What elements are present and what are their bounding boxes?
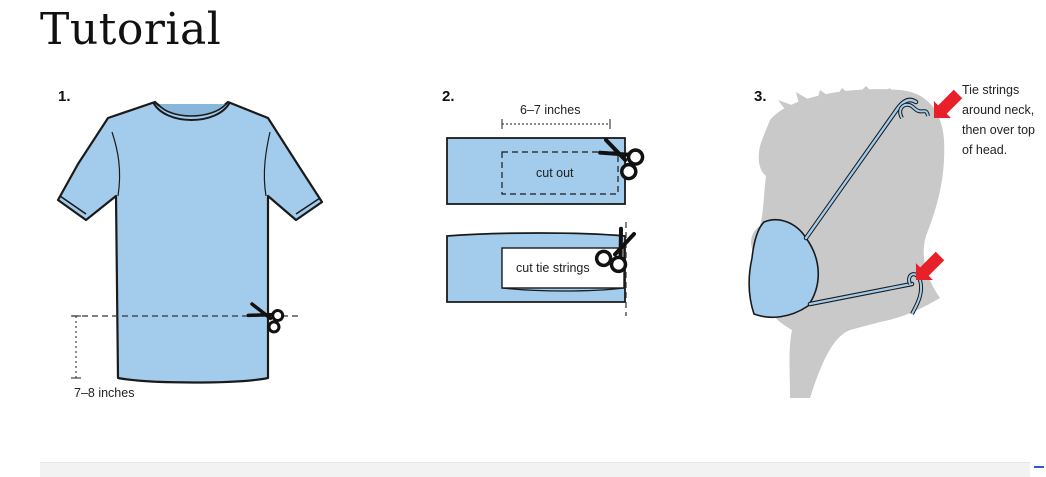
step-2-panel: 2. 6–7 inches cut out cut tie string bbox=[420, 0, 680, 340]
red-arrow-icon bbox=[915, 251, 945, 281]
width-measure-label: 6–7 inches bbox=[520, 103, 581, 117]
instruction-line-4: of head. bbox=[962, 143, 1008, 157]
step-1-number: 1. bbox=[58, 88, 71, 105]
step-3-number: 3. bbox=[754, 88, 767, 105]
scissors-icon bbox=[246, 302, 285, 334]
fabric-strip-illustration bbox=[446, 119, 645, 316]
red-arrow-icon bbox=[933, 89, 963, 119]
step-3-panel: 3. Tie strings around neck, then over to… bbox=[730, 0, 1046, 420]
bottom-divider-bar bbox=[40, 462, 1030, 477]
mask-wearing-illustration bbox=[748, 86, 963, 398]
instruction-line-2: around neck, bbox=[962, 103, 1035, 117]
scissors-icon bbox=[598, 138, 645, 181]
corner-link-mark[interactable] bbox=[1034, 466, 1044, 468]
scissors-icon bbox=[594, 226, 636, 274]
cut-tie-strings-label: cut tie strings bbox=[516, 261, 590, 275]
page-title: Tutorial bbox=[40, 4, 222, 55]
tshirt-illustration bbox=[56, 100, 324, 384]
cut-out-label: cut out bbox=[536, 166, 574, 180]
instruction-line-3: then over top bbox=[962, 123, 1035, 137]
hem-measure-label: 7–8 inches bbox=[74, 386, 135, 400]
step-2-number: 2. bbox=[442, 88, 455, 105]
instruction-line-1: Tie strings bbox=[962, 83, 1020, 97]
step-1-panel: 1. 7–8 inches bbox=[0, 0, 340, 420]
